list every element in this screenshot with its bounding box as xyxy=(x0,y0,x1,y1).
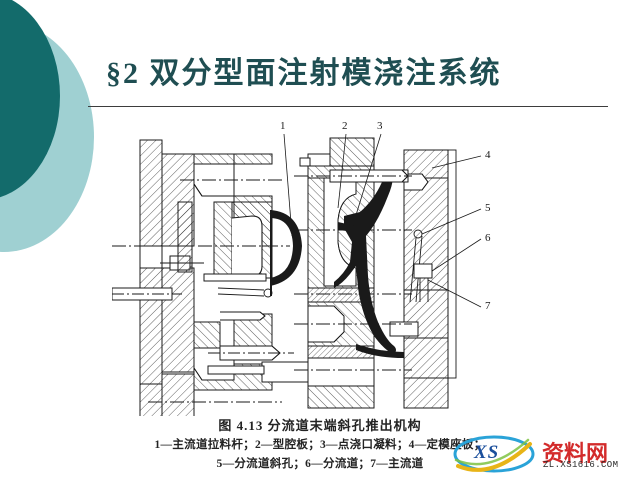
figure-leader-labels: 1 2 3 4 5 6 7 xyxy=(280,120,491,312)
drawing-geometry xyxy=(112,133,482,416)
watermark-mark: XS xyxy=(474,442,500,463)
figure-legend-line-2: 5—分流道斜孔；6—分流道；7—主流道 xyxy=(216,458,424,470)
leader-label-7: 7 xyxy=(485,300,491,312)
page-title: §2 双分型面注射模浇注系统 xyxy=(106,57,502,90)
watermark-swoosh-icon xyxy=(453,435,535,473)
leader-label-1: 1 xyxy=(280,120,286,132)
leader-label-4: 4 xyxy=(485,149,491,161)
leader-label-2: 2 xyxy=(342,120,348,132)
leader-label-5: 5 xyxy=(485,202,491,214)
figure-legend-line-1: 1—主流道拉料杆；2—型腔板；3—点浇口凝料；4—定模座板； xyxy=(154,439,486,451)
title-divider xyxy=(88,106,608,107)
figure-caption-title: 图 4.13 分流道末端斜孔推出机构 xyxy=(218,418,422,433)
watermark-site-name: 资料网 xyxy=(542,441,609,466)
watermark: XS 资料网 ZL.XS1616.COM xyxy=(452,428,638,478)
leader-label-6: 6 xyxy=(485,232,491,244)
technical-drawing: 1 2 3 4 5 6 7 xyxy=(112,116,512,416)
watermark-url: ZL.XS1616.COM xyxy=(543,460,619,470)
figure-caption: 图 4.13 分流道末端斜孔推出机构 1—主流道拉料杆；2—型腔板；3—点浇口凝… xyxy=(0,416,640,474)
leader-label-3: 3 xyxy=(377,120,383,132)
